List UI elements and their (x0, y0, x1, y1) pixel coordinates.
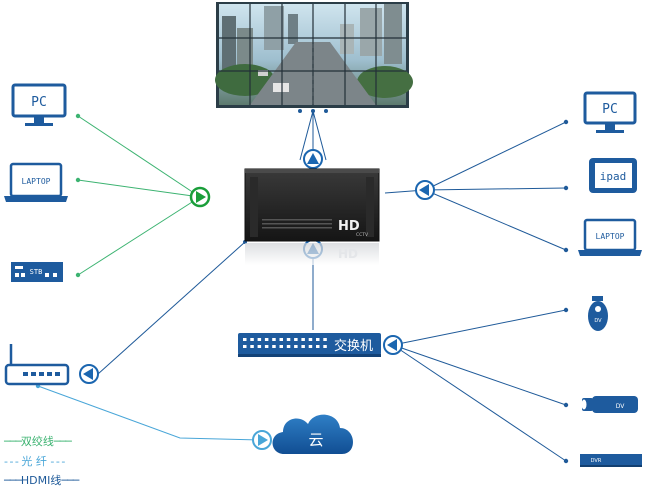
stb-port (75, 272, 81, 278)
matrix-reflection: HD (338, 247, 358, 261)
pc-right-label: PC (602, 102, 618, 117)
legend-hdmi-label: HDMI线 (20, 474, 62, 487)
switch-port (272, 345, 276, 348)
switch-port (257, 338, 262, 341)
legend-hdmi: ───HDMI线─── (4, 474, 79, 487)
network-switch: 交换机 (238, 333, 381, 357)
arrow-left-switch (383, 335, 403, 355)
dome-camera: DV (588, 296, 608, 331)
switch-port (243, 345, 247, 348)
legend-fiber-label: 光 纤 (21, 455, 47, 468)
legend-twisted-pair-label: 双绞线 (20, 435, 54, 448)
matrix-switcher: HD CCTV HD (244, 168, 380, 265)
ipad-label: ipad (600, 170, 627, 183)
arrow-left-router (79, 364, 99, 384)
pc-left-label: PC (31, 95, 47, 110)
video-wall (215, 2, 413, 108)
switch-port (279, 338, 283, 341)
switch-port (323, 345, 327, 348)
switch-port (301, 345, 305, 348)
switch-port (294, 345, 298, 348)
arrow-left-right-side (415, 180, 435, 200)
switch-port (308, 338, 313, 341)
set-top-box: STB (11, 262, 63, 282)
switch-port (250, 338, 254, 341)
router (4, 344, 70, 386)
switch-port (286, 338, 291, 341)
twisted-pair-lines (77, 115, 201, 276)
switch-port (286, 345, 291, 348)
laptop-right-label: LAPTOP (596, 232, 625, 241)
laptop-left: LAPTOP (4, 162, 68, 202)
arrow-up-to-wall (303, 149, 323, 169)
switch-port (316, 338, 320, 341)
switch-port (294, 338, 298, 341)
switch-port (301, 338, 305, 341)
video-recorder: DVR (580, 454, 642, 467)
matrix-brand: HD (338, 219, 360, 234)
stb-label: STB (30, 268, 43, 276)
laptop-left-port (75, 177, 81, 183)
ipad: ipad (589, 158, 637, 193)
switch-port (264, 345, 269, 348)
switch-port (243, 338, 247, 341)
hdmi-lines-right (97, 110, 567, 462)
recorder-label: DVR (591, 458, 602, 464)
legend-twisted-pair: ───双绞线─── (4, 435, 72, 448)
legend-fiber: - - - 光 纤 - - - (4, 455, 65, 468)
pc-left-port (75, 113, 81, 119)
switch-port (279, 345, 283, 348)
bullet-camera: DV (581, 396, 638, 413)
matrix-sub: CCTV (356, 232, 369, 238)
switch-port (257, 345, 262, 348)
switch-port (323, 338, 327, 341)
laptop-right: LAPTOP (578, 218, 642, 256)
switch-port (308, 345, 313, 348)
cloud-label: 云 (308, 431, 323, 449)
switch-port (250, 345, 254, 348)
pc-left: PC (11, 83, 67, 126)
cloud: 云 (272, 414, 354, 454)
switch-label: 交换机 (334, 338, 373, 354)
switch-port (316, 345, 320, 348)
pc-right: PC (583, 91, 637, 133)
laptop-left-label: LAPTOP (22, 177, 51, 186)
arrow-right-green (189, 186, 211, 208)
bullet-camera-label: DV (616, 403, 626, 410)
dome-camera-label: DV (594, 318, 602, 324)
arrow-right-cloud (252, 430, 272, 450)
switch-port (264, 338, 269, 341)
fiber-line (37, 385, 263, 441)
switch-port (272, 338, 276, 341)
